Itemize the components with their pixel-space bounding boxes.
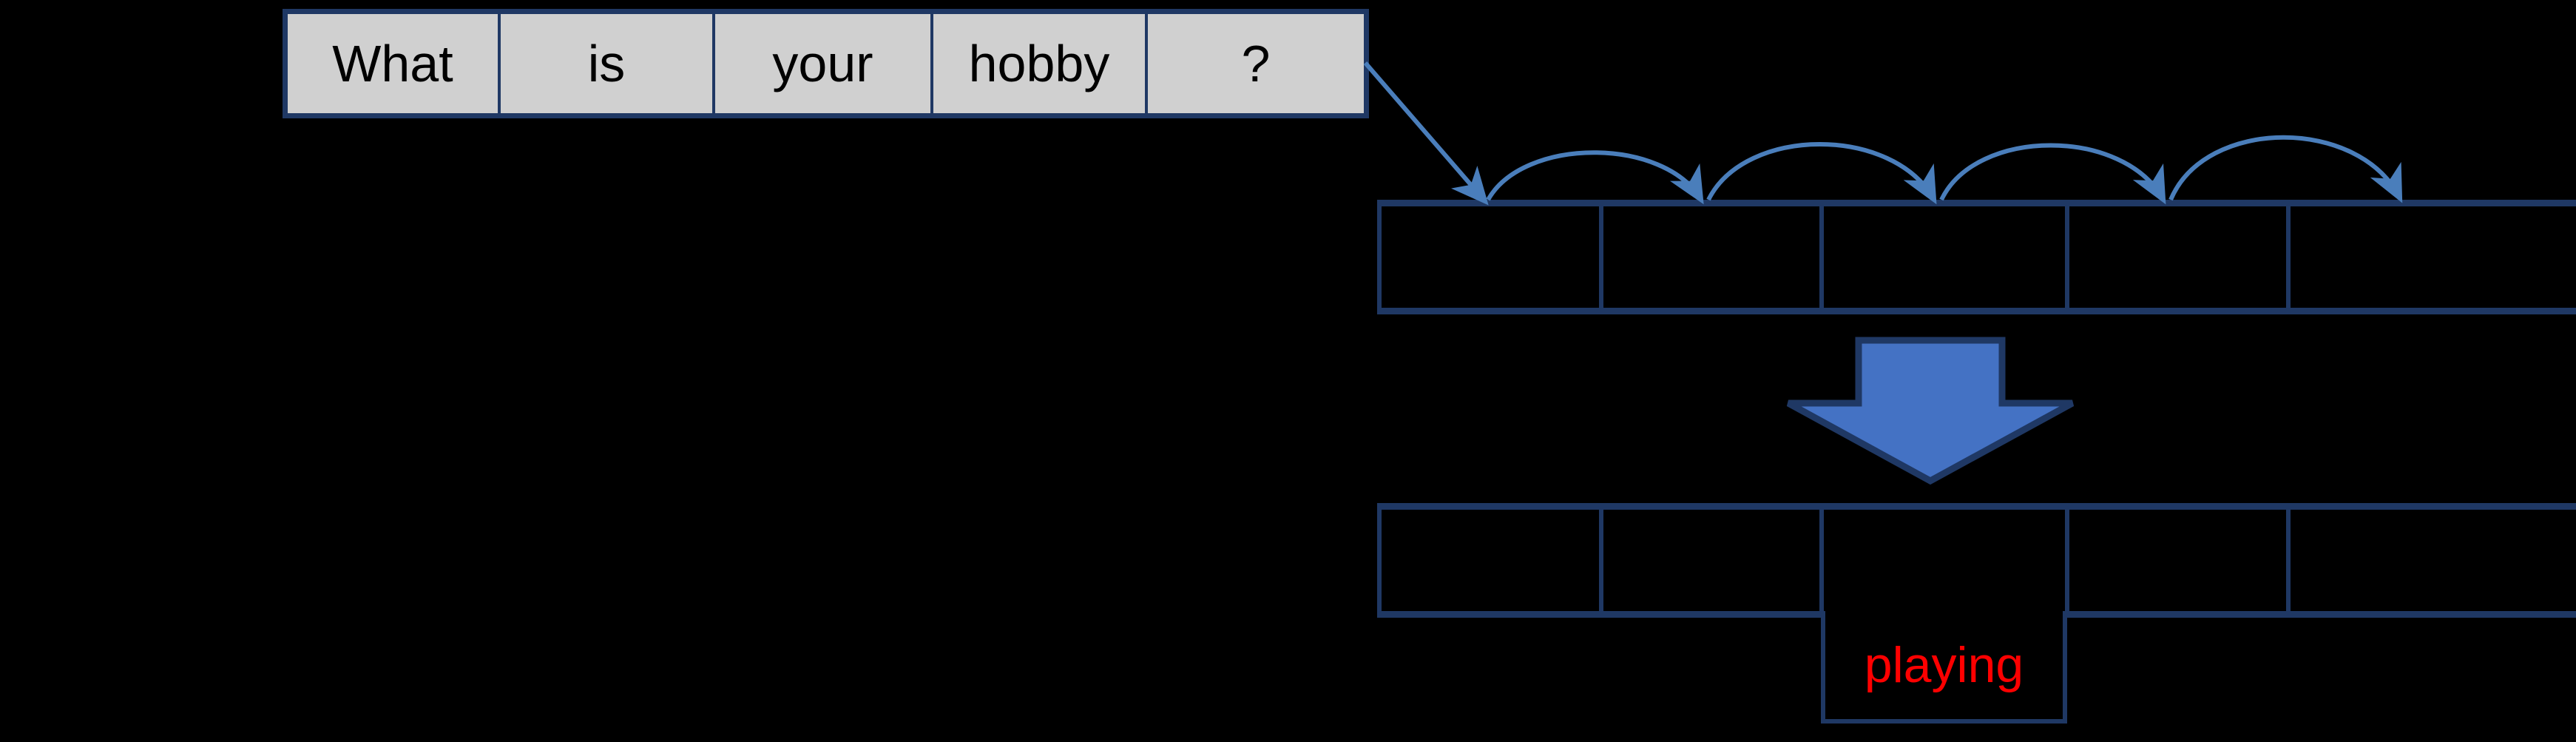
hop-arrow-3 bbox=[1939, 143, 2166, 205]
source-token-cell[interactable]: ? bbox=[1148, 14, 1364, 113]
source-token-label: What bbox=[332, 35, 453, 92]
source-token-label: your bbox=[772, 35, 873, 92]
source-token-cell[interactable]: hobby bbox=[933, 14, 1148, 113]
hop-arrow-4 bbox=[2168, 135, 2403, 203]
output-slot-cell[interactable] bbox=[1382, 510, 1603, 611]
decoder-slot-cell[interactable] bbox=[2290, 206, 2576, 308]
decoder-slot-cell[interactable] bbox=[1603, 206, 1824, 308]
output-slot-cell[interactable] bbox=[1603, 510, 1824, 611]
source-sentence-table: What is your hobby ? bbox=[283, 9, 1369, 118]
output-slot-cell[interactable] bbox=[1823, 510, 2069, 611]
source-token-label: is bbox=[587, 35, 626, 92]
decoder-slot-cell[interactable] bbox=[1382, 206, 1603, 308]
output-slot-cell[interactable] bbox=[2069, 510, 2291, 611]
source-token-cell[interactable]: is bbox=[501, 14, 715, 113]
predicted-token-label: playing bbox=[1864, 637, 2024, 693]
decoder-to-output-block-arrow bbox=[1786, 337, 2075, 485]
predicted-token-cell[interactable]: playing bbox=[1821, 611, 2067, 724]
hop-arrow-2 bbox=[1706, 142, 1937, 205]
output-slot-cell[interactable] bbox=[2290, 510, 2576, 611]
decoder-output-table bbox=[1377, 503, 2576, 618]
source-token-label: hobby bbox=[968, 35, 1110, 92]
decoder-input-table bbox=[1377, 200, 2576, 314]
source-to-decoder-arrow bbox=[1363, 61, 1489, 206]
source-token-label: ? bbox=[1241, 35, 1271, 92]
source-token-cell[interactable]: What bbox=[288, 14, 501, 113]
decoder-slot-cell[interactable] bbox=[1823, 206, 2069, 308]
decoder-slot-cell[interactable] bbox=[2069, 206, 2291, 308]
hop-arrow-1 bbox=[1486, 150, 1704, 205]
source-token-cell[interactable]: your bbox=[715, 14, 933, 113]
